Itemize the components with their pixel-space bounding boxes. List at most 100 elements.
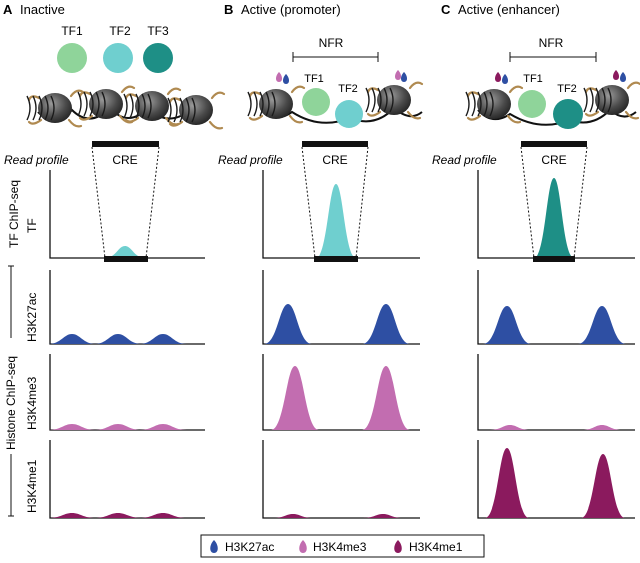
panel-b-chromatin (247, 70, 424, 124)
tf-peak (534, 178, 574, 258)
h3k4me1-peak (363, 514, 403, 518)
h3k27ac-peak (578, 306, 626, 344)
tf1-label: TF1 (304, 73, 324, 85)
tf-peak (316, 184, 356, 258)
h3k4me1-peak (273, 514, 313, 518)
tf3-label: TF3 (147, 24, 169, 38)
h3k27ac-mark-icon (283, 74, 289, 84)
read-profile-tracks (48, 170, 635, 519)
track-axis (49, 354, 205, 431)
panel-a-tf-group: TF1 TF2 TF3 (57, 24, 173, 73)
track-axis (262, 440, 420, 519)
h3k27ac-peak (483, 306, 531, 344)
tf1-circle (57, 43, 87, 73)
track-axis (49, 270, 205, 345)
nucleosome-icon (77, 85, 136, 124)
h3k4me3-mark-icon (276, 72, 282, 82)
panel-b-heading: B Active (promoter) (224, 2, 341, 17)
cre-bar (533, 256, 575, 262)
nucleosome-icon (26, 89, 85, 128)
cre-bar (104, 256, 148, 262)
tf1-circle (518, 90, 546, 118)
h3k4me1-peak (48, 513, 96, 518)
panel-c-cre: CRE Read profile (432, 141, 588, 259)
legend-box (200, 534, 485, 558)
panel-c-nfr: NFR (509, 36, 597, 62)
read-profile-label: Read profile (432, 153, 497, 167)
h3k4me3-mark-icon (395, 70, 401, 80)
panel-b-bound-tfs: TF1 TF2 (302, 73, 363, 128)
tf1-circle (302, 88, 330, 116)
cre-label: CRE (322, 153, 347, 167)
h3k4me1-peak (94, 513, 142, 518)
panel-c-title: Active (enhancer) (458, 2, 560, 17)
track-axis (477, 170, 635, 259)
h3k4me3-peak (48, 424, 96, 430)
h3k4me3-mark-icon (299, 540, 307, 553)
h3k27ac-track-label: H3K27ac (25, 293, 39, 342)
h3k4me3-peak (582, 425, 622, 430)
nfr-label: NFR (319, 36, 344, 50)
h3k4me3-peak (271, 366, 319, 430)
cre-label: CRE (541, 153, 566, 167)
h3k4me1-peak (485, 448, 529, 518)
track-axis (49, 170, 205, 259)
h3k27ac-peak (139, 334, 187, 344)
panel-a-title: Inactive (20, 2, 65, 17)
nucleosome-icon (365, 81, 424, 120)
panel-b-title: Active (promoter) (241, 2, 341, 17)
h3k4me1-mark-icon (394, 540, 402, 553)
panel-c-bound-tfs: TF1 TF2 (518, 73, 583, 129)
h3k27ac-peak (48, 334, 96, 344)
h3k27ac-mark-icon (620, 72, 626, 82)
tf2-label: TF2 (338, 83, 358, 95)
panel-c-heading: C Active (enhancer) (441, 2, 560, 17)
nfr-label: NFR (539, 36, 564, 50)
h3k4me3-peak (139, 424, 187, 430)
h3k27ac-peak (264, 304, 312, 344)
panel-b-letter: B (224, 2, 233, 17)
nucleosome-icon (167, 91, 226, 130)
tf2-label: TF2 (557, 83, 577, 95)
tf3-circle (553, 99, 583, 129)
tf2-circle (335, 100, 363, 128)
panel-b-cre: CRE Read profile (218, 141, 369, 259)
h3k27ac-mark-icon (210, 540, 218, 553)
tf1-label: TF1 (61, 24, 83, 38)
cre-bar (92, 141, 159, 147)
h3k4me1-peak (139, 513, 187, 518)
read-profile-label: Read profile (4, 153, 69, 167)
nucleosome-icon (123, 87, 182, 126)
histone-chipseq-label: Histone ChIP-seq (4, 356, 18, 450)
tf2-circle (103, 43, 133, 73)
h3k27ac-peak (362, 304, 410, 344)
read-profile-label: Read profile (218, 153, 283, 167)
h3k4me3-track-label: H3K4me3 (25, 376, 39, 430)
nucleosome-icon (583, 81, 640, 120)
cre-bar (302, 141, 368, 147)
panel-a-chromatin (26, 85, 226, 130)
h3k27ac-mark-icon (502, 74, 508, 84)
legend-h3k4me1-label: H3K4me1 (409, 540, 463, 554)
h3k4me1-mark-icon (495, 72, 501, 82)
track-axis (49, 440, 205, 519)
h3k4me1-track-label: H3K4me1 (25, 459, 39, 513)
cre-label: CRE (112, 153, 137, 167)
tf3-circle (143, 43, 173, 73)
h3k4me3-peak (490, 425, 530, 430)
panel-a-cre: CRE Read profile (4, 141, 160, 259)
tf2-label: TF2 (109, 24, 131, 38)
nucleosome-icon (247, 85, 306, 124)
cre-bar (314, 256, 358, 262)
h3k4me1-peak (581, 454, 625, 518)
panel-c-chromatin (465, 70, 640, 126)
side-labels: TF ChIP-seq TF Histone ChIP-seq H3K27ac … (4, 180, 39, 517)
h3k4me3-peak (362, 366, 410, 430)
panel-a-heading: A Inactive (3, 2, 65, 17)
legend-h3k4me3-label: H3K4me3 (313, 540, 367, 554)
cre-bar (521, 141, 587, 147)
legend-h3k27ac-label: H3K27ac (225, 540, 274, 554)
h3k27ac-peak (94, 334, 142, 344)
tf-chipseq-label: TF ChIP-seq (7, 180, 21, 248)
